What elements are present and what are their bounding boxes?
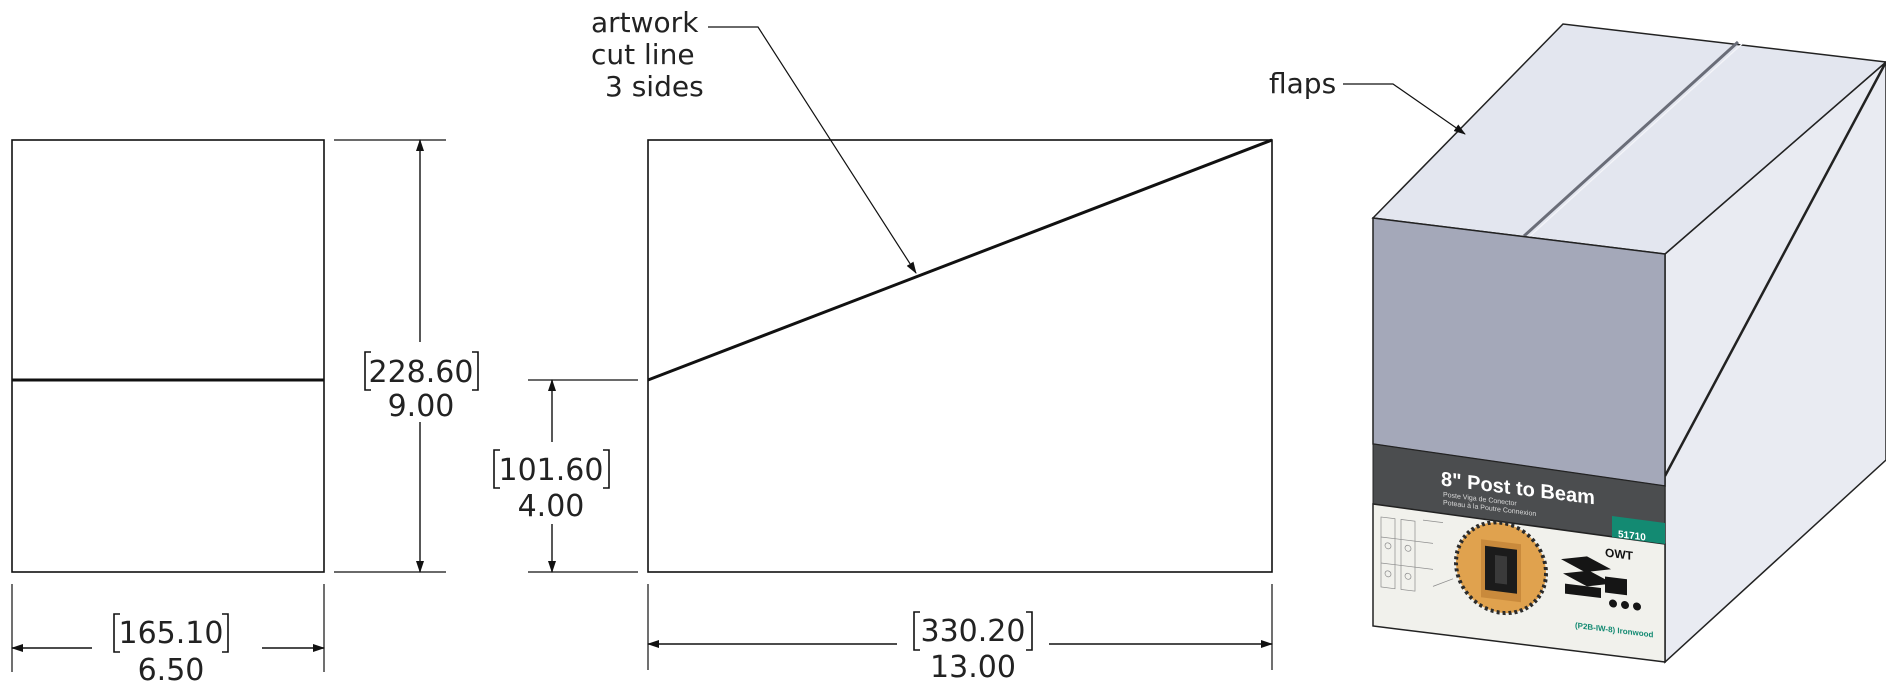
side-width-dimension: 330.20 13.00	[647, 584, 1273, 684]
side-width-in-label: 13.00	[930, 650, 1016, 684]
artwork-callout: artwork cut line 3 sides	[591, 6, 917, 274]
side-view	[647, 138, 1273, 573]
flaps-callout: flaps	[1269, 67, 1466, 135]
artwork-callout-line-1: artwork	[591, 6, 699, 39]
side-height-mm-label: 101.60	[499, 453, 604, 488]
installation-sketch	[1380, 516, 1454, 592]
artwork-cut-line	[647, 138, 1273, 382]
artwork-callout-line-3: 3 sides	[605, 70, 704, 103]
front-view-outline	[11, 139, 325, 573]
front-width-dimension: 165.10 6.50	[11, 584, 325, 684]
side-view-outline	[647, 139, 1273, 573]
side-diagonal-crease	[1663, 61, 1886, 477]
side-height-in-label: 4.00	[518, 489, 585, 524]
brand-logo: OWT	[1605, 546, 1634, 563]
sku-tag	[1612, 516, 1665, 544]
box-front-face	[1372, 217, 1666, 487]
artwork-leader-line	[708, 26, 917, 274]
flap-seam	[1522, 40, 1740, 238]
isometric-box: 8" Post to Beam Poste Viga de Conector P…	[1371, 23, 1886, 664]
flaps-leader-line	[1343, 83, 1466, 135]
front-height-dimension: 228.60 9.00	[334, 139, 479, 573]
product-sku: 51710	[1618, 529, 1646, 543]
side-width-mm-label: 330.20	[921, 614, 1026, 649]
front-height-in-label: 9.00	[388, 389, 455, 424]
front-width-in-label: 6.50	[138, 653, 205, 684]
front-width-mm-label: 165.10	[119, 616, 224, 651]
front-view	[11, 139, 325, 573]
label-artwork	[1380, 516, 1641, 616]
flaps-callout-label: flaps	[1269, 67, 1336, 100]
front-height-mm-label: 228.60	[369, 355, 474, 390]
side-height-dimension: 101.60 4.00	[493, 379, 638, 573]
artwork-callout-line-2: cut line	[591, 38, 695, 71]
hardware-illustration	[1561, 556, 1641, 611]
